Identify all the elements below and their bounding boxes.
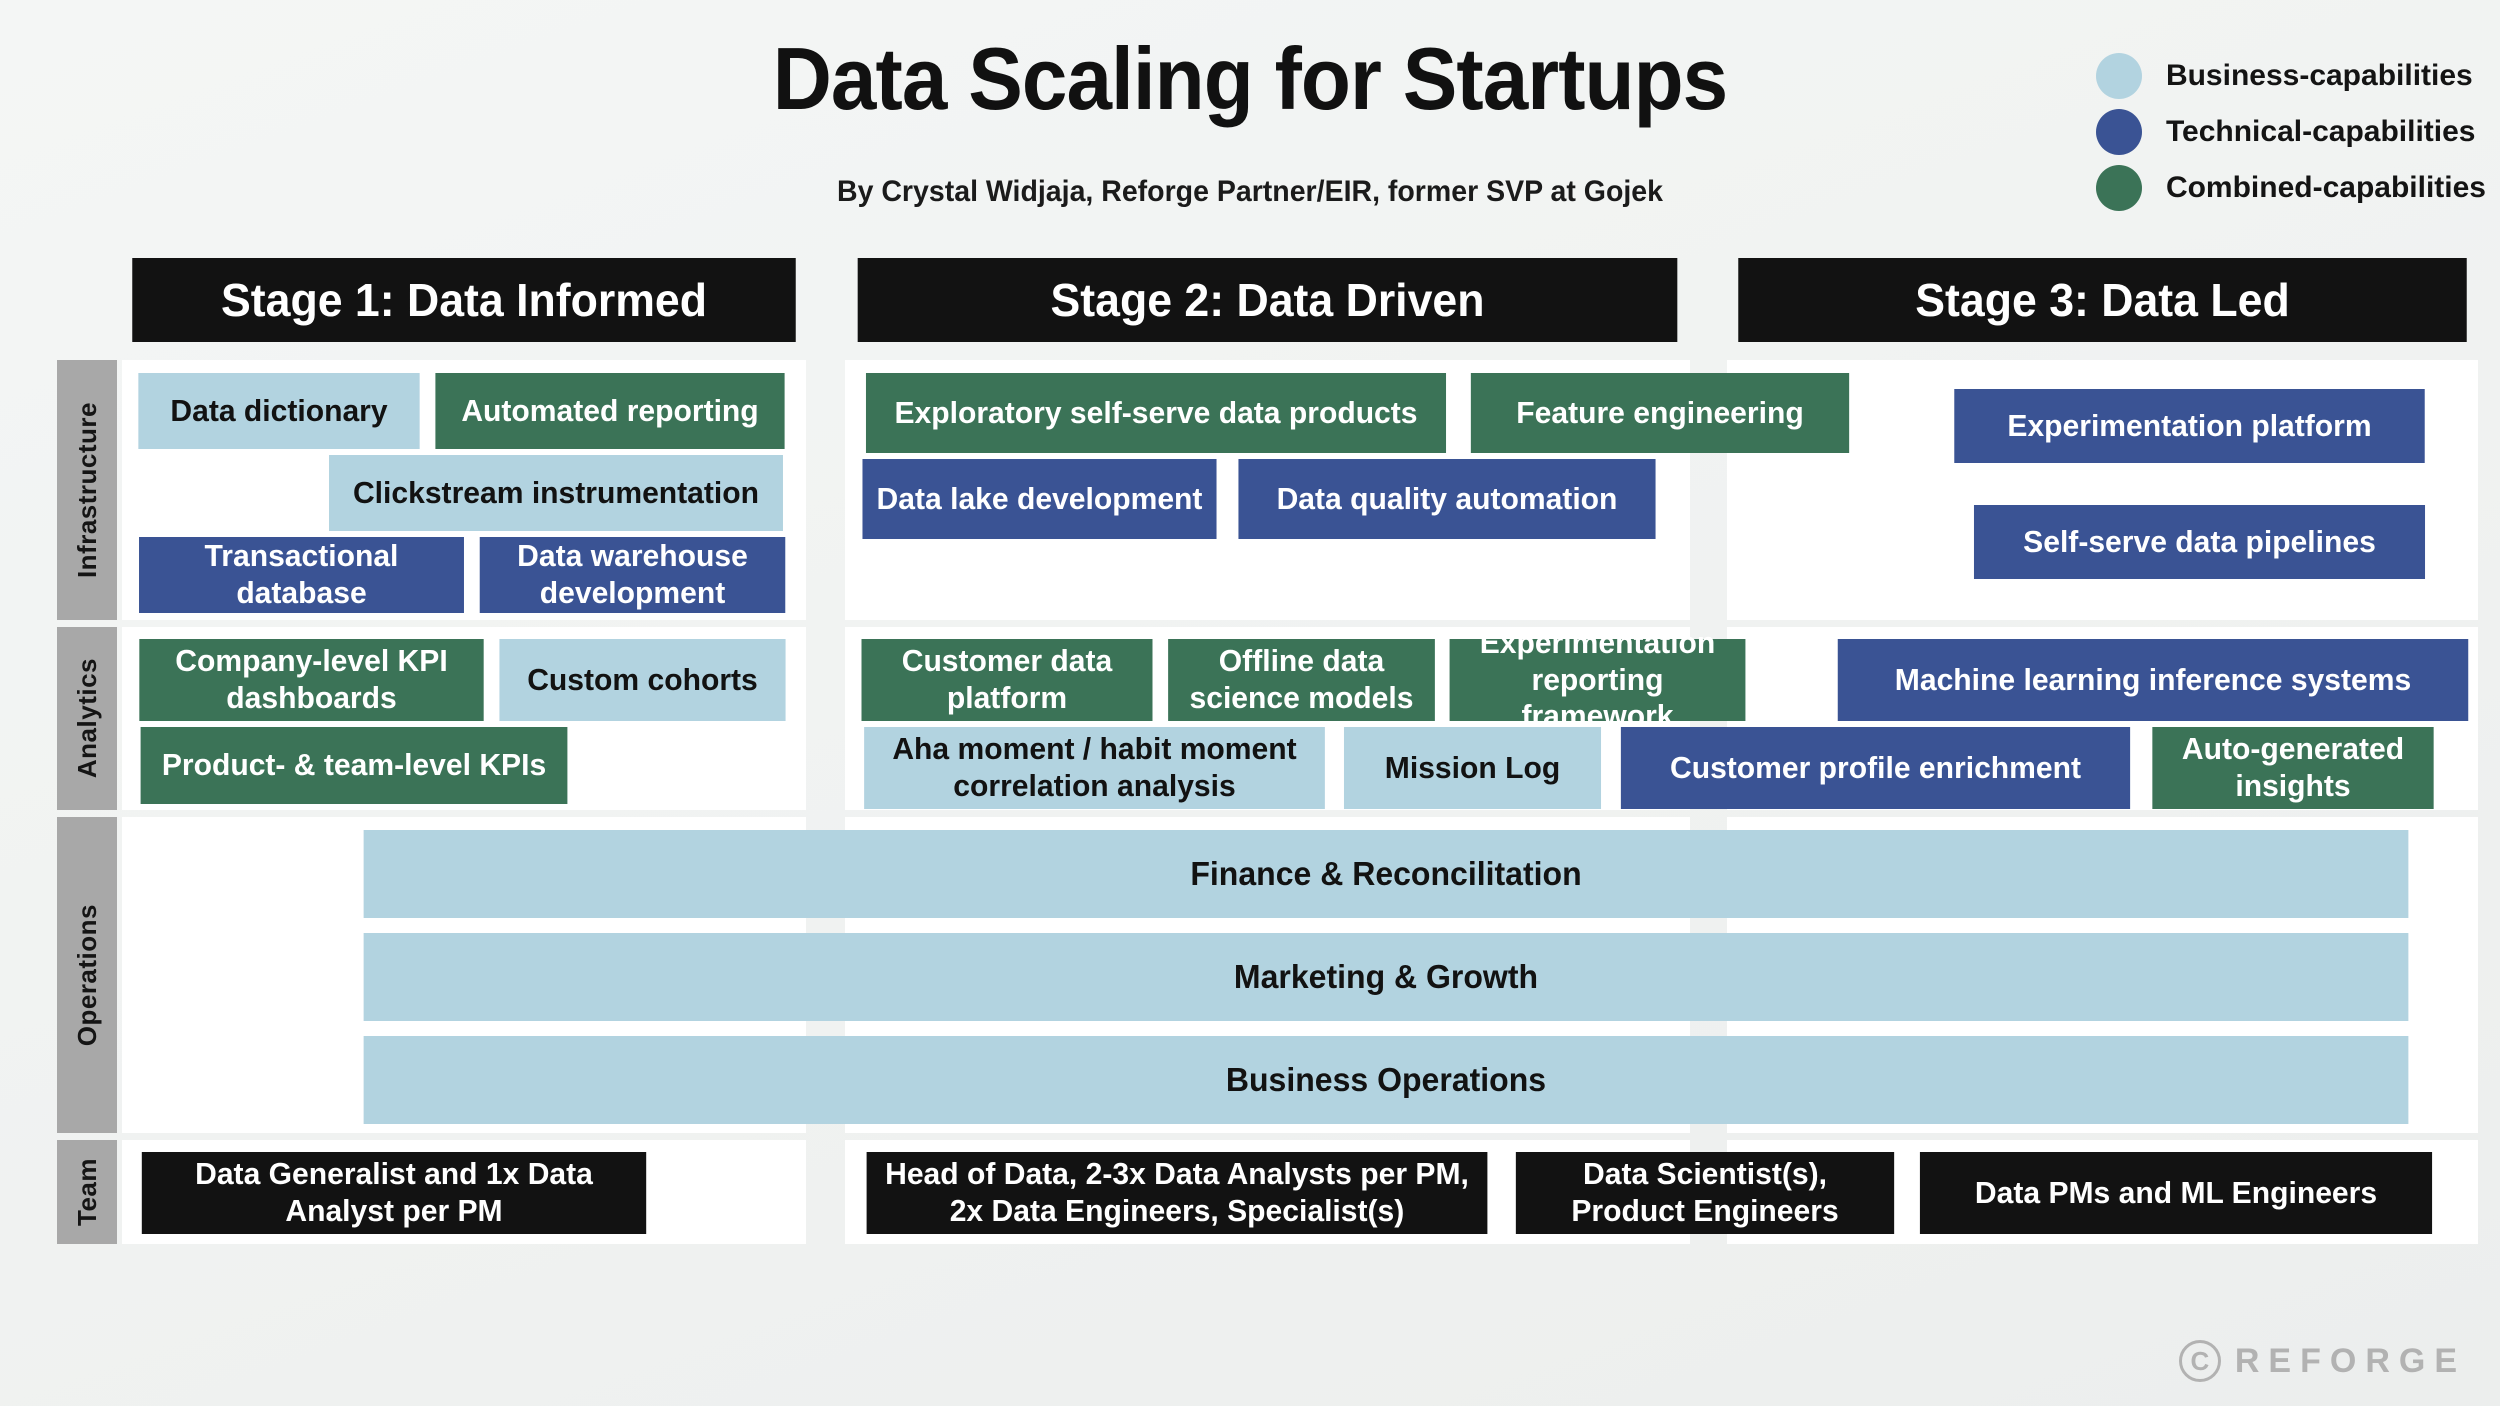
legend-swatch-combined-icon (2095, 165, 2142, 211)
legend-label-combined: Combined-capabilities (2165, 171, 2486, 204)
card-aha-moment-habit-moment-correlation-analysis[interactable]: Aha moment / habit moment correlation an… (864, 727, 1325, 809)
card-customer-profile-enrichment[interactable]: Customer profile enrichment (1620, 727, 2131, 809)
reforge-watermark: C REFORGE (2178, 1340, 2466, 1382)
matrix-board: Data dictionary Automated reporting Clic… (122, 360, 2478, 1350)
legend-label-business: Business-capabilities (2165, 59, 2473, 92)
row-label-team-text: Team (71, 1158, 102, 1226)
copyright-icon: C (2178, 1340, 2221, 1382)
card-auto-generated-insights[interactable]: Auto-generated insights (2152, 727, 2434, 809)
stage-header-3: Stage 3: Data Led (1738, 258, 2467, 342)
row-label-operations: Operations (57, 817, 117, 1133)
row-label-column: Infrastructure Analytics Operations Team (57, 360, 117, 1244)
row-label-infrastructure: Infrastructure (57, 360, 117, 620)
card-data-warehouse-development[interactable]: Data warehouse development (479, 537, 786, 613)
card-clickstream-instrumentation[interactable]: Clickstream instrumentation (329, 455, 783, 531)
legend-item-combined: Combined-capabilities (2095, 160, 2486, 216)
card-team-stage2[interactable]: Head of Data, 2-3x Data Analysts per PM,… (866, 1152, 1488, 1234)
card-custom-cohorts[interactable]: Custom cohorts (499, 639, 786, 721)
card-product-team-level-kpis[interactable]: Product- & team-level KPIs (140, 727, 568, 804)
legend-label-technical: Technical-capabilities (2165, 115, 2476, 148)
stage-header-2: Stage 2: Data Driven (857, 258, 1678, 342)
legend-swatch-business-icon (2095, 53, 2142, 99)
legend-item-business: Business-capabilities (2095, 48, 2486, 104)
card-customer-data-platform[interactable]: Customer data platform (861, 639, 1153, 721)
legend: Business-capabilities Technical-capabili… (2095, 48, 2486, 216)
page-title: Data Scaling for Startups (772, 29, 1728, 128)
legend-swatch-technical-icon (2095, 109, 2142, 155)
row-label-analytics-text: Analytics (71, 658, 102, 779)
card-company-level-kpi-dashboards[interactable]: Company-level KPI dashboards (139, 639, 484, 721)
stage-header-1: Stage 1: Data Informed (132, 258, 796, 342)
stage-header-bar: Stage 1: Data Informed Stage 2: Data Dri… (122, 258, 2478, 342)
reforge-brand-text: REFORGE (2234, 1341, 2466, 1380)
card-finance-reconciliation[interactable]: Finance & Reconcilitation (363, 830, 2409, 918)
card-offline-data-science-models[interactable]: Offline data science models (1168, 639, 1435, 721)
legend-item-technical: Technical-capabilities (2095, 104, 2486, 160)
card-self-serve-data-pipelines[interactable]: Self-serve data pipelines (1973, 505, 2426, 579)
card-team-stage3b[interactable]: Data PMs and ML Engineers (1919, 1152, 2433, 1234)
card-automated-reporting[interactable]: Automated reporting (435, 373, 785, 449)
card-mission-log[interactable]: Mission Log (1343, 727, 1602, 809)
row-label-analytics: Analytics (57, 627, 117, 810)
page-subtitle: By Crystal Widjaja, Reforge Partner/EIR,… (837, 175, 1663, 208)
card-machine-learning-inference-systems[interactable]: Machine learning inference systems (1837, 639, 2469, 721)
card-feature-engineering[interactable]: Feature engineering (1470, 373, 1850, 453)
card-transactional-database[interactable]: Transactional database (139, 537, 464, 613)
row-label-team: Team (57, 1140, 117, 1244)
card-experimentation-reporting-framework[interactable]: Experimentation reporting framework (1449, 625, 1746, 733)
card-data-dictionary[interactable]: Data dictionary (138, 373, 420, 449)
card-marketing-growth[interactable]: Marketing & Growth (363, 933, 2409, 1021)
card-team-stage3a[interactable]: Data Scientist(s), Product Engineers (1515, 1152, 1895, 1234)
card-data-quality-automation[interactable]: Data quality automation (1238, 459, 1656, 539)
row-label-operations-text: Operations (71, 903, 102, 1047)
row-label-infrastructure-text: Infrastructure (71, 401, 102, 579)
card-exploratory-self-serve-data-products[interactable]: Exploratory self-serve data products (865, 373, 1447, 453)
card-team-stage1[interactable]: Data Generalist and 1x Data Analyst per … (141, 1152, 647, 1234)
card-experimentation-platform[interactable]: Experimentation platform (1954, 389, 2425, 463)
card-data-lake-development[interactable]: Data lake development (862, 459, 1217, 539)
card-business-operations[interactable]: Business Operations (363, 1036, 2409, 1124)
